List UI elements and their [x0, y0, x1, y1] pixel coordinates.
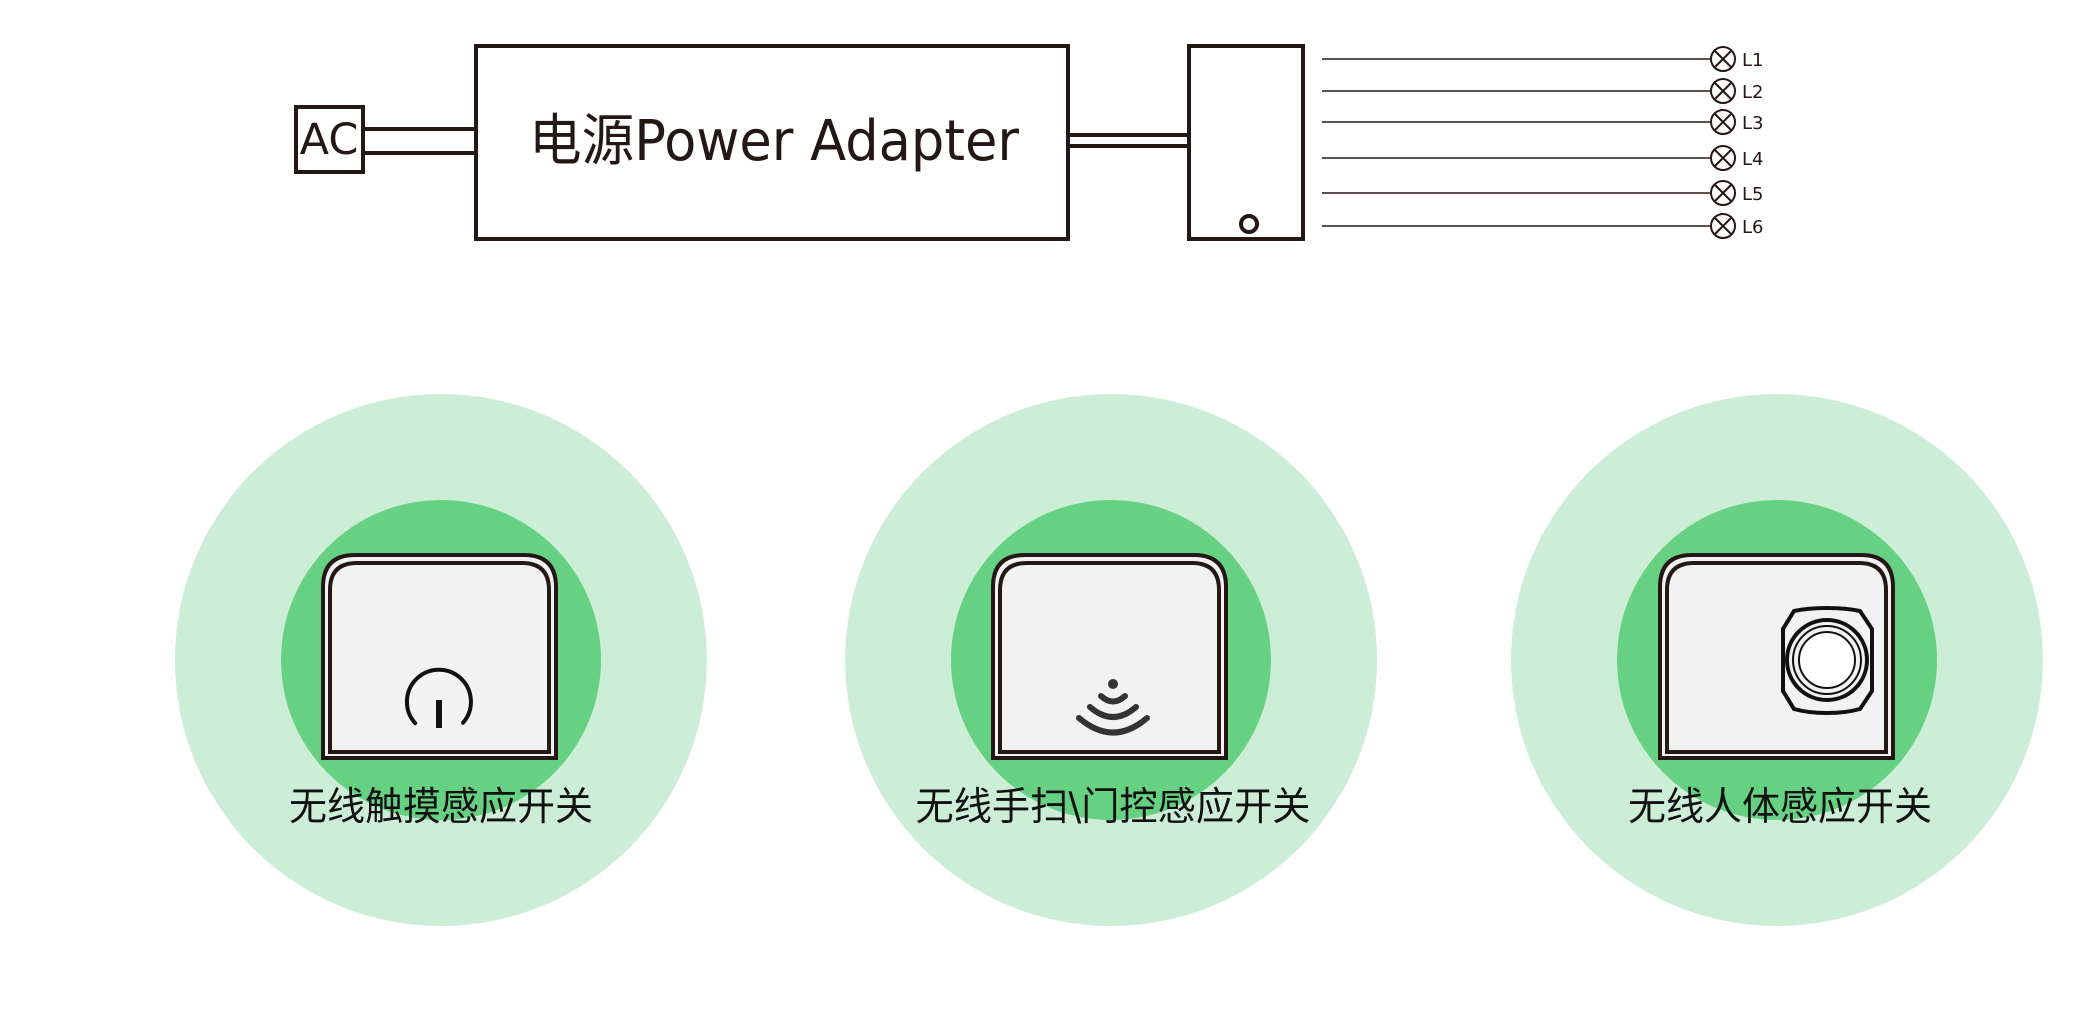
lamp-label: L2 — [1742, 82, 1763, 103]
device-outer-frame — [321, 553, 558, 760]
lamp-output: L1 — [1322, 46, 1763, 72]
lamp-icon — [1710, 145, 1736, 171]
wave-switch-group: 无线手扫\门控感应开关 — [845, 394, 1377, 926]
device-inner-frame — [998, 561, 1221, 754]
lamp-output: L5 — [1322, 180, 1763, 206]
ac-label: AC — [300, 115, 359, 165]
ac-box — [294, 105, 365, 174]
lamp-label: L4 — [1742, 149, 1763, 170]
lamp-icon — [1710, 78, 1736, 104]
lamp-icon — [1710, 180, 1736, 206]
lamp-icon — [1710, 213, 1736, 239]
lamp-label: L5 — [1742, 184, 1763, 205]
wiring-section — [294, 44, 1305, 241]
lamp-output: L4 — [1322, 145, 1763, 171]
pir-switch-label: 无线人体感应开关 — [1628, 785, 1932, 830]
power-icon — [404, 667, 473, 728]
lamp-output: L3 — [1322, 109, 1763, 135]
lamp-label: L1 — [1742, 50, 1763, 71]
device-outer-frame — [991, 553, 1228, 760]
lamp-icon — [1710, 46, 1736, 72]
device-inner-frame — [328, 561, 551, 754]
receiver-indicator — [1239, 214, 1259, 234]
lamp-icon — [1710, 109, 1736, 135]
touch-switch-group: 无线触摸感应开关 — [175, 394, 707, 926]
device-inner-frame — [1665, 561, 1888, 754]
lamp-label: L6 — [1742, 217, 1763, 238]
pir-sensor-icon — [1781, 605, 1874, 716]
lamp-outputs: L1 L2 L3 — [1322, 46, 1763, 239]
touch-switch-label: 无线触摸感应开关 — [289, 785, 593, 830]
receiver-box — [1187, 44, 1305, 241]
lamp-label: L3 — [1742, 113, 1763, 134]
power-adapter-box — [474, 44, 1070, 241]
power-adapter-label: 电源Power Adapter — [529, 109, 1020, 174]
wave-switch-label: 无线手扫\门控感应开关 — [916, 785, 1311, 830]
pir-switch-group: 无线人体感应开关 — [1511, 394, 2043, 926]
lamp-output: L2 — [1322, 78, 1763, 104]
wave-icon — [1076, 679, 1150, 736]
lamp-output: L6 — [1322, 213, 1763, 239]
